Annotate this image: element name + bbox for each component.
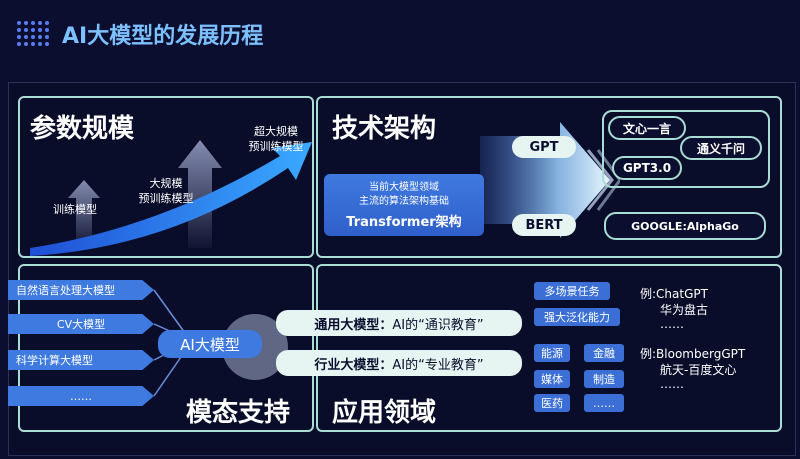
alphago-pill: GOOGLE:AlphaGo — [604, 212, 766, 240]
general-model-pill: 通用大模型：AI的“通识教育” — [276, 310, 522, 336]
modal-item-nlp: 自然语言处理大模型 — [8, 280, 154, 300]
tag-media: 媒体 — [534, 370, 570, 388]
wenxin-pill: 文心一言 — [608, 116, 686, 140]
tag-multi-scene: 多场景任务 — [534, 282, 610, 300]
industry-example-2: 航天-百度文心 — [660, 363, 737, 377]
stage-large-pretrain: 大规模 预训练模型 — [138, 177, 194, 205]
industry-model-pill: 行业大模型：AI的“专业教育” — [276, 350, 522, 376]
tag-more: …… — [584, 394, 624, 412]
modal-item-more: …… — [8, 386, 154, 406]
tag-manufacturing: 制造 — [584, 370, 624, 388]
tech-title: 技术架构 — [332, 114, 437, 144]
tag-energy: 能源 — [534, 344, 570, 362]
tag-finance: 金融 — [584, 344, 624, 362]
params-panel — [18, 96, 314, 258]
params-title: 参数规模 — [30, 114, 135, 144]
general-model-desc: AI的“通识教育” — [392, 317, 484, 333]
industry-model-desc: AI的“专业教育” — [392, 357, 484, 373]
industry-example-3: …… — [660, 377, 684, 391]
gpt3-pill: GPT3.0 — [612, 156, 682, 180]
industry-model-label: 行业大模型： — [314, 357, 393, 373]
transformer-box — [324, 174, 484, 236]
modal-item-cv: CV大模型 — [8, 314, 154, 334]
app-title: 应用领域 — [332, 398, 437, 428]
modal-panel — [18, 264, 314, 432]
bert-pill: BERT — [512, 214, 576, 236]
modal-item-science: 科学计算大模型 — [8, 350, 154, 370]
page-title: AI大模型的发展历程 — [62, 24, 264, 49]
dots-grid-icon — [17, 21, 49, 46]
app-panel — [316, 264, 782, 432]
industry-example-1: 例:BloombergGPT — [640, 347, 746, 361]
gpt-derivatives-box — [602, 110, 770, 188]
stage-super-large-pretrain: 超大规模 预训练模型 — [248, 125, 304, 153]
transformer-label: Transformer架构 — [346, 215, 462, 230]
tongyi-pill: 通义千问 — [680, 136, 762, 160]
general-model-label: 通用大模型： — [314, 317, 393, 333]
general-example-2: 华为盘古 — [660, 303, 709, 317]
transformer-subtitle: 当前大模型领域 主流的算法架构基础 — [359, 182, 449, 207]
tech-panel — [316, 96, 782, 258]
stage-train-model: 训练模型 — [53, 203, 97, 216]
gpt-pill: GPT — [512, 136, 576, 158]
general-example-1: 例:ChatGPT — [640, 287, 708, 301]
modal-title: 模态支持 — [186, 398, 291, 428]
ai-model-center-pill: AI大模型 — [158, 330, 262, 358]
growth-arrows-graphic — [30, 140, 312, 256]
general-example-3: …… — [660, 317, 684, 331]
tag-medicine: 医药 — [534, 394, 570, 412]
tag-generalization: 强大泛化能力 — [534, 308, 620, 326]
